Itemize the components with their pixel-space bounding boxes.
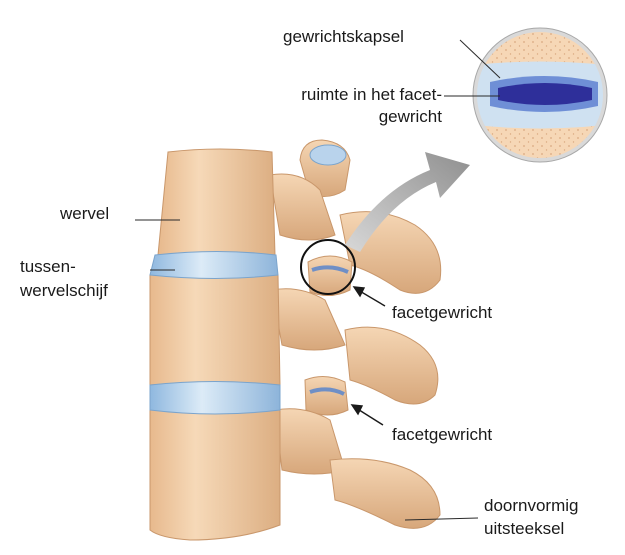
label-disc-line1: tussen-: [20, 257, 76, 276]
intervertebral-discs: [149, 251, 281, 415]
zoom-arrow-icon: [345, 152, 470, 252]
magnified-joint-inset: [472, 27, 608, 163]
label-facet-joint-upper: facetgewricht: [392, 303, 493, 322]
posterior-elements: [269, 139, 442, 529]
facet-pointer-arrows: [350, 286, 386, 426]
label-joint-capsule: gewrichtskapsel: [283, 27, 404, 46]
label-vertebra: wervel: [60, 204, 110, 223]
vertebral-bodies: [149, 148, 281, 541]
label-facet-joint-lower: facetgewricht: [392, 425, 493, 444]
leader-lines: [135, 39, 501, 521]
label-spinous-line2: uitsteeksel: [484, 519, 565, 538]
label-spinous-line1: doornvormig: [484, 496, 579, 515]
label-joint-space-line1: ruimte in het facet-: [301, 85, 442, 104]
label-joint-space-line2: gewricht: [378, 107, 442, 126]
label-disc-line2: wervelschijf: [20, 281, 108, 300]
facet-highlight-circle: [300, 239, 356, 295]
